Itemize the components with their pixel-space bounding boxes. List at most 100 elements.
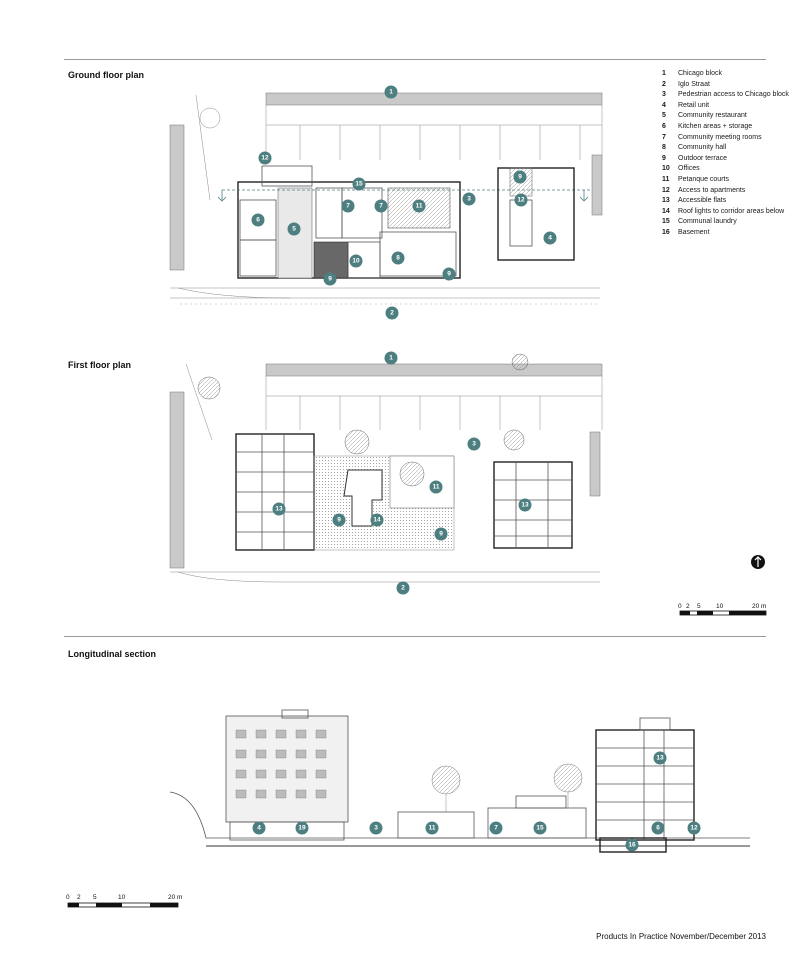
ground-floor-title: Ground floor plan xyxy=(68,70,144,80)
svg-text:2: 2 xyxy=(401,585,405,592)
scale-tick: 0 xyxy=(678,603,682,610)
marker-section-7: 7 xyxy=(489,821,503,835)
chicago-block-first xyxy=(265,363,603,377)
svg-text:13: 13 xyxy=(521,502,529,509)
svg-text:16: 16 xyxy=(628,842,636,849)
marker-ground-3: 3 xyxy=(462,192,476,206)
marker-ground-2: 2 xyxy=(385,306,399,320)
svg-text:11: 11 xyxy=(433,484,440,491)
marker-ground-11: 11 xyxy=(412,199,426,213)
svg-text:7: 7 xyxy=(379,203,383,210)
middle-rule xyxy=(64,636,766,637)
marker-section-19: 19 xyxy=(295,821,309,835)
svg-text:9: 9 xyxy=(337,517,341,524)
svg-text:9: 9 xyxy=(439,531,443,538)
marker-first-14: 14 xyxy=(370,513,384,527)
scale-tick: 2 xyxy=(77,894,81,901)
neighbor-building-left xyxy=(169,124,185,271)
chicago-block-ground xyxy=(265,92,603,106)
marker-ground-12b: 12 xyxy=(514,193,528,207)
svg-text:1: 1 xyxy=(389,89,393,96)
marker-section-15: 15 xyxy=(533,821,547,835)
svg-text:9: 9 xyxy=(518,174,522,181)
basement xyxy=(599,837,667,853)
section-title: Longitudinal section xyxy=(68,649,156,659)
plan-scale-bar xyxy=(679,610,767,616)
svg-text:19: 19 xyxy=(298,825,306,832)
marker-ground-6: 6 xyxy=(251,213,265,227)
neighbor-building-left-first xyxy=(169,391,185,569)
marker-ground-7a: 7 xyxy=(341,199,355,213)
svg-text:15: 15 xyxy=(536,825,544,832)
svg-text:12: 12 xyxy=(261,155,269,162)
marker-ground-5: 5 xyxy=(287,222,301,236)
footer-credit: Products In Practice November/December 2… xyxy=(596,932,766,941)
first-floor-plan xyxy=(169,353,603,583)
section-scale-bar xyxy=(67,902,179,908)
svg-text:6: 6 xyxy=(256,217,260,224)
svg-text:2: 2 xyxy=(390,310,394,317)
marker-ground-15: 15 xyxy=(352,177,366,191)
svg-text:11: 11 xyxy=(429,825,436,832)
section-community-building xyxy=(397,811,475,839)
scale-tick: 5 xyxy=(697,603,701,610)
tree-icon xyxy=(199,107,221,129)
marker-section-11: 11 xyxy=(425,821,439,835)
marker-ground-9b: 9 xyxy=(323,272,337,286)
svg-text:1: 1 xyxy=(389,355,393,362)
north-arrow-icon xyxy=(751,555,765,569)
marker-first-11: 11 xyxy=(429,480,443,494)
longitudinal-section xyxy=(169,709,750,853)
marker-ground-7b: 7 xyxy=(374,199,388,213)
marker-first-13b: 13 xyxy=(518,498,532,512)
marker-first-2: 2 xyxy=(396,581,410,595)
marker-section-6: 6 xyxy=(651,821,665,835)
section-tower-left xyxy=(225,715,349,823)
scale-tick: 5 xyxy=(93,894,97,901)
svg-text:15: 15 xyxy=(355,181,363,188)
marker-ground-9a: 9 xyxy=(513,170,527,184)
top-rule xyxy=(64,59,766,60)
tree-icon xyxy=(431,765,461,795)
svg-text:4: 4 xyxy=(548,235,552,242)
marker-section-4: 4 xyxy=(252,821,266,835)
marker-ground-10: 10 xyxy=(349,254,363,268)
svg-text:7: 7 xyxy=(494,825,498,832)
svg-text:6: 6 xyxy=(656,825,660,832)
svg-text:14: 14 xyxy=(373,517,381,524)
svg-text:5: 5 xyxy=(292,226,296,233)
marker-first-1: 1 xyxy=(384,351,398,365)
scale-tick: 10 xyxy=(716,603,724,610)
svg-text:11: 11 xyxy=(416,203,423,210)
tree-icon xyxy=(503,429,525,451)
marker-first-9b: 9 xyxy=(434,527,448,541)
svg-text:3: 3 xyxy=(467,196,471,203)
svg-text:10: 10 xyxy=(352,258,360,265)
svg-text:12: 12 xyxy=(517,197,525,204)
svg-text:9: 9 xyxy=(447,271,451,278)
svg-text:3: 3 xyxy=(472,441,476,448)
marker-ground-8: 8 xyxy=(391,251,405,265)
scale-tick: 10 xyxy=(118,894,126,901)
tree-icon xyxy=(399,461,425,487)
marker-ground-1: 1 xyxy=(384,85,398,99)
first-floor-title: First floor plan xyxy=(68,360,131,370)
tree-icon xyxy=(511,353,529,371)
ground-floor-plan xyxy=(169,92,603,305)
scale-tick: 2 xyxy=(686,603,690,610)
scale-tick: 20 m xyxy=(168,894,182,901)
svg-text:9: 9 xyxy=(328,276,332,283)
scale-tick: 20 m xyxy=(752,603,766,610)
section-tower-right xyxy=(595,729,695,841)
marker-first-3: 3 xyxy=(467,437,481,451)
